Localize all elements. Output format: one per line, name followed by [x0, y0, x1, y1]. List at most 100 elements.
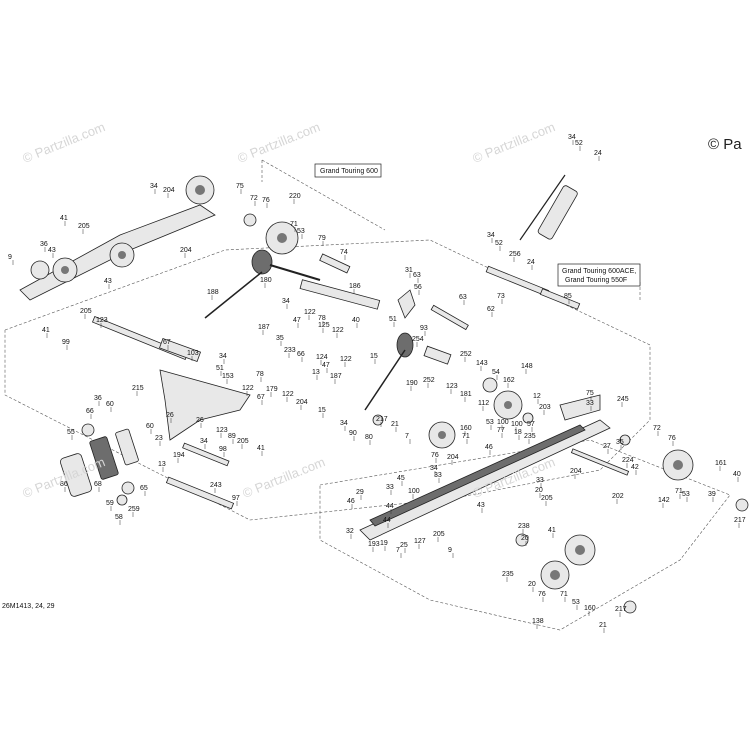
- part-callout: 33: [386, 484, 394, 491]
- part-callout: 89: [228, 433, 236, 440]
- idler-wheel-162: [482, 377, 534, 424]
- front-shock-24: [519, 174, 578, 241]
- part-callout: 45: [397, 475, 405, 482]
- part-callout: 100: [511, 421, 523, 428]
- part-callout: 21: [391, 421, 399, 428]
- slide-rail-assembly: [359, 394, 611, 541]
- part-callout: 34: [219, 353, 227, 360]
- part-callout: 39: [708, 491, 716, 498]
- part-callout: 34: [340, 420, 348, 427]
- part-callout: 79: [318, 235, 326, 242]
- part-callout: 27: [603, 443, 611, 450]
- part-callout: 34: [150, 183, 158, 190]
- part-callout: 224: [622, 457, 634, 464]
- part-callout: 36: [40, 241, 48, 248]
- part-callout: 122: [332, 327, 344, 334]
- part-callout: 203: [539, 404, 551, 411]
- part-callout: 256: [509, 251, 521, 258]
- part-callout: 153: [222, 373, 234, 380]
- rear-arm-194: [158, 337, 251, 441]
- part-callout: 181: [460, 391, 472, 398]
- part-callout: 148: [521, 363, 533, 370]
- part-callout: 54: [492, 369, 500, 376]
- part-callout: 53: [486, 419, 494, 426]
- part-callout: 100: [497, 419, 509, 426]
- part-callout: 18: [514, 429, 522, 436]
- part-callout: 205: [78, 223, 90, 230]
- part-callout: 34: [282, 298, 290, 305]
- part-callout: 60: [146, 423, 154, 430]
- part-callout: 35: [616, 439, 624, 446]
- part-callout: 75: [236, 183, 244, 190]
- part-callout: 142: [658, 497, 670, 504]
- part-callout: 43: [104, 278, 112, 285]
- part-callout: 33: [434, 472, 442, 479]
- shaft-85: [539, 288, 581, 310]
- part-callout: 34: [430, 465, 438, 472]
- part-callout: 58: [115, 514, 123, 521]
- part-callout: 73: [497, 293, 505, 300]
- shaft-73: [485, 265, 550, 297]
- part-callout: 57: [527, 421, 535, 428]
- part-callout: 161: [715, 460, 727, 467]
- part-callout: 66: [297, 351, 305, 358]
- part-callout: 44: [383, 517, 391, 524]
- note-grand-touring-600: Grand Touring 600: [314, 163, 382, 178]
- part-callout: 71: [290, 221, 298, 228]
- part-callout: 100: [408, 488, 420, 495]
- part-callout: 243: [210, 482, 222, 489]
- part-callout: 75: [586, 390, 594, 397]
- part-callout: 204: [163, 187, 175, 194]
- part-callout: 99: [62, 339, 70, 346]
- part-callout: 235: [524, 433, 536, 440]
- part-callout: 217: [615, 606, 627, 613]
- part-callout: 204: [180, 247, 192, 254]
- part-callout: 15: [318, 407, 326, 414]
- part-callout: 162: [503, 377, 515, 384]
- part-callout: 60: [106, 401, 114, 408]
- part-callout: 71: [675, 488, 683, 495]
- part-callout: 41: [42, 327, 50, 334]
- part-callout: 254: [412, 336, 424, 343]
- part-callout: 21: [599, 622, 607, 629]
- part-callout: 9: [8, 254, 12, 261]
- part-callout: 47: [293, 317, 301, 324]
- part-callout: 78: [256, 371, 264, 378]
- bracket-56: [397, 289, 416, 319]
- part-callout: 205: [80, 308, 92, 315]
- part-callout: 40: [352, 317, 360, 324]
- part-callout: 123: [446, 383, 458, 390]
- leader-lines: [12, 140, 740, 633]
- part-callout: 34: [200, 438, 208, 445]
- part-callout: 20: [535, 487, 543, 494]
- shaft-202: [570, 448, 630, 476]
- part-callout: 56: [414, 284, 422, 291]
- part-callout: 20: [528, 581, 536, 588]
- part-callout: 187: [258, 324, 270, 331]
- part-callout: 160: [460, 425, 472, 432]
- part-callout: 26: [196, 417, 204, 424]
- part-callout: 36: [94, 395, 102, 402]
- idler-wheel-112: [428, 421, 456, 449]
- part-callout: 217: [376, 416, 388, 423]
- part-callout: 23: [155, 435, 163, 442]
- end-cap-217: [372, 414, 384, 426]
- assembly-region-front: [319, 439, 731, 631]
- part-callout: 35: [276, 335, 284, 342]
- part-callout: 32: [346, 528, 354, 535]
- part-callout: 77: [497, 427, 505, 434]
- front-rail-assembly: [19, 175, 216, 301]
- part-callout: 51: [216, 365, 224, 372]
- part-callout: 217: [734, 517, 746, 524]
- part-callout: 34: [568, 134, 576, 141]
- idler-wheel-142: [619, 434, 694, 481]
- part-callout: 205: [237, 438, 249, 445]
- idler-wheel-220: [243, 213, 351, 274]
- part-callout: 24: [527, 259, 535, 266]
- part-callout: 122: [282, 391, 294, 398]
- part-callout: 93: [420, 325, 428, 332]
- note-text: Grand Touring 550F: [565, 277, 627, 284]
- part-callout: 74: [340, 249, 348, 256]
- part-callout: 33: [586, 400, 594, 407]
